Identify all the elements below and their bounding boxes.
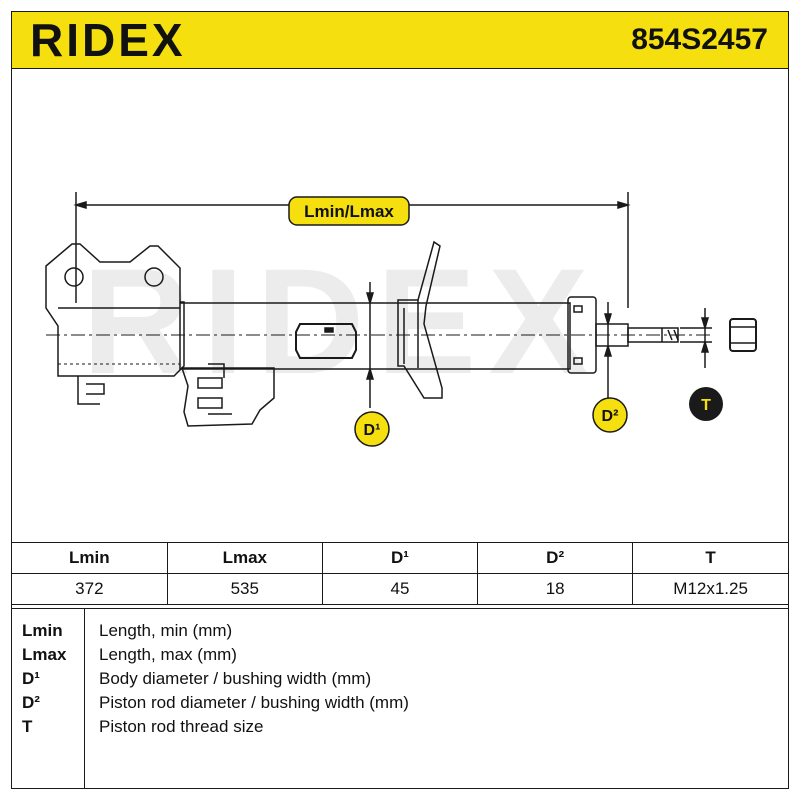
legend-key: Lmax bbox=[22, 645, 67, 664]
specs-value-lmin: 372 bbox=[12, 573, 168, 605]
mounting-bracket bbox=[45, 243, 185, 405]
legend: Lmin Length, min (mm) Lmax Length, max (… bbox=[12, 608, 788, 788]
dimension-label-box: Lmin/Lmax bbox=[288, 196, 410, 226]
part-number: 854S2457 bbox=[631, 23, 768, 56]
technical-drawing: RIDEX bbox=[12, 68, 788, 542]
t-callout: T bbox=[689, 387, 723, 421]
legend-item: T Piston rod thread size bbox=[12, 715, 788, 739]
d2-callout-label: D² bbox=[602, 408, 619, 425]
specs-value-d1: 45 bbox=[321, 573, 479, 605]
datasheet: RIDEX 854S2457 RIDEX bbox=[11, 11, 789, 789]
rod-nut bbox=[729, 318, 757, 352]
specs-table: Lmin Lmax D¹ D² T 372 535 45 18 M12x1.25 bbox=[12, 542, 788, 605]
brand-logo: RIDEX bbox=[30, 14, 186, 66]
specs-value-lmax: 535 bbox=[166, 573, 323, 605]
legend-desc: Piston rod thread size bbox=[99, 717, 264, 736]
legend-desc: Length, max (mm) bbox=[99, 645, 237, 664]
legend-item: D¹ Body diameter / bushing width (mm) bbox=[12, 667, 788, 691]
piston-rod bbox=[627, 327, 679, 343]
legend-item: D² Piston rod diameter / bushing width (… bbox=[12, 691, 788, 715]
legend-key: Lmin bbox=[22, 621, 63, 640]
specs-value-row: 372 535 45 18 M12x1.25 bbox=[12, 573, 788, 605]
d1-dimension bbox=[365, 282, 375, 408]
damper-body bbox=[179, 302, 571, 370]
specs-header-lmin: Lmin bbox=[12, 542, 168, 574]
legend-item: Lmin Length, min (mm) bbox=[12, 619, 788, 643]
legend-key: D¹ bbox=[22, 669, 40, 688]
drawing-watermark: RIDEX bbox=[82, 237, 600, 405]
legend-desc: Body diameter / bushing width (mm) bbox=[99, 669, 372, 688]
specs-header-t: T bbox=[632, 542, 788, 574]
legend-key: T bbox=[22, 717, 33, 736]
spring-seat bbox=[397, 240, 443, 399]
t-callout-label: T bbox=[701, 397, 711, 414]
legend-item: Lmax Length, max (mm) bbox=[12, 643, 788, 667]
header-bar: RIDEX 854S2457 bbox=[12, 12, 788, 69]
specs-value-t: M12x1.25 bbox=[632, 573, 788, 605]
d2-callout: D² bbox=[592, 397, 628, 433]
specs-header-lmax: Lmax bbox=[166, 542, 323, 574]
legend-key: D² bbox=[22, 693, 40, 712]
specs-value-d2: 18 bbox=[477, 573, 634, 605]
d1-callout: D¹ bbox=[354, 411, 390, 447]
legend-desc: Length, min (mm) bbox=[99, 621, 233, 640]
lower-clamp bbox=[180, 363, 275, 427]
d2-dimension bbox=[603, 302, 613, 404]
dimension-label: Lmin/Lmax bbox=[304, 202, 394, 221]
specs-header-d2: D² bbox=[477, 542, 634, 574]
legend-divider bbox=[84, 609, 85, 788]
d1-callout-label: D¹ bbox=[364, 422, 381, 439]
legend-desc: Piston rod diameter / bushing width (mm) bbox=[99, 693, 409, 712]
specs-header-d1: D¹ bbox=[321, 542, 479, 574]
t-dimension bbox=[680, 308, 712, 368]
specs-header-row: Lmin Lmax D¹ D² T bbox=[12, 542, 788, 574]
